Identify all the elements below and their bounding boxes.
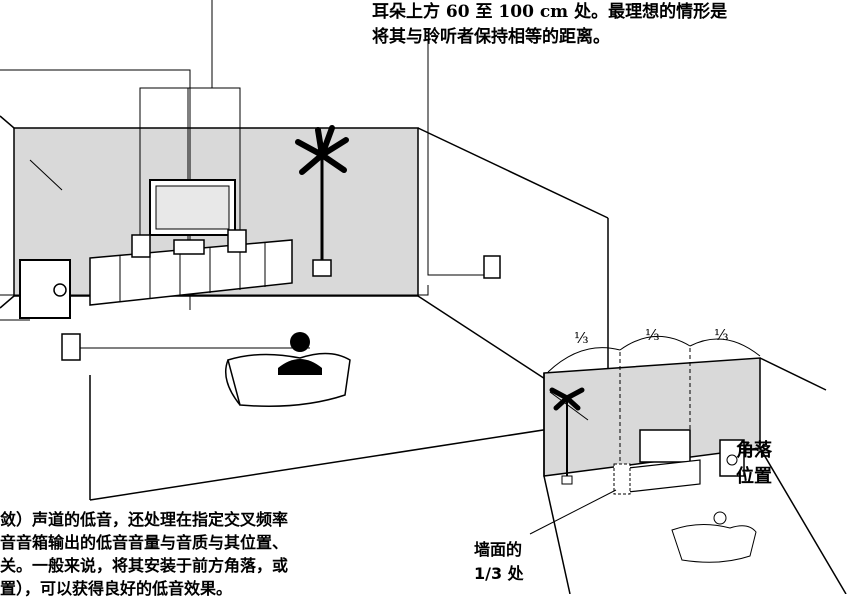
- room-outline: [0, 115, 15, 129]
- bottom-caption: 敛）声道的低音，还处理在指定交叉频率 音音箱输出的低音音量与音质与其位置、 关。…: [0, 508, 420, 600]
- front-right-speaker-icon: [227, 229, 247, 253]
- surround-left-speaker-icon: [61, 333, 81, 361]
- fraction-label-3: ⅓: [714, 326, 729, 344]
- surround-right-speaker-icon: [483, 255, 501, 279]
- small-room-illustration: [529, 335, 847, 594]
- wall-label-line: 1/3 处: [474, 564, 524, 583]
- plant-icon: [295, 125, 349, 277]
- top-caption-line: 耳朵上方 60 至 100 cm 处。最理想的情形是: [372, 2, 728, 22]
- wall-label-line: 墙面的: [474, 540, 523, 559]
- sofa-icon: [225, 352, 351, 407]
- bottom-caption-line: 敛）声道的低音，还处理在指定交叉频率: [0, 510, 289, 529]
- corner-position-label: 角落 位置: [736, 438, 772, 490]
- top-caption-line: 将其与聆听者保持相等的距离。: [372, 27, 610, 47]
- bottom-caption-line: 关。一般来说，将其安装于前方角落，或: [0, 556, 289, 575]
- listener-icon: [278, 332, 322, 375]
- top-caption: 耳朵上方 60 至 100 cm 处。最理想的情形是 将其与聆听者保持相等的距离…: [372, 0, 842, 50]
- corner-label-line: 位置: [736, 466, 772, 487]
- center-speaker-icon: [173, 239, 205, 255]
- front-left-speaker-icon: [131, 234, 151, 258]
- tv-icon: [149, 179, 236, 236]
- fraction-label-2: ⅓: [645, 326, 660, 344]
- corner-label-line: 角落: [736, 440, 772, 461]
- subwoofer-icon: [19, 259, 71, 319]
- fraction-label-1: ⅓: [574, 329, 589, 347]
- wall-third-label: 墙面的 1/3 处: [474, 538, 524, 586]
- bottom-caption-line: 置），可以获得良好的低音效果。: [0, 579, 233, 598]
- bottom-caption-line: 音音箱输出的低音音量与音质与其位置、: [0, 533, 289, 552]
